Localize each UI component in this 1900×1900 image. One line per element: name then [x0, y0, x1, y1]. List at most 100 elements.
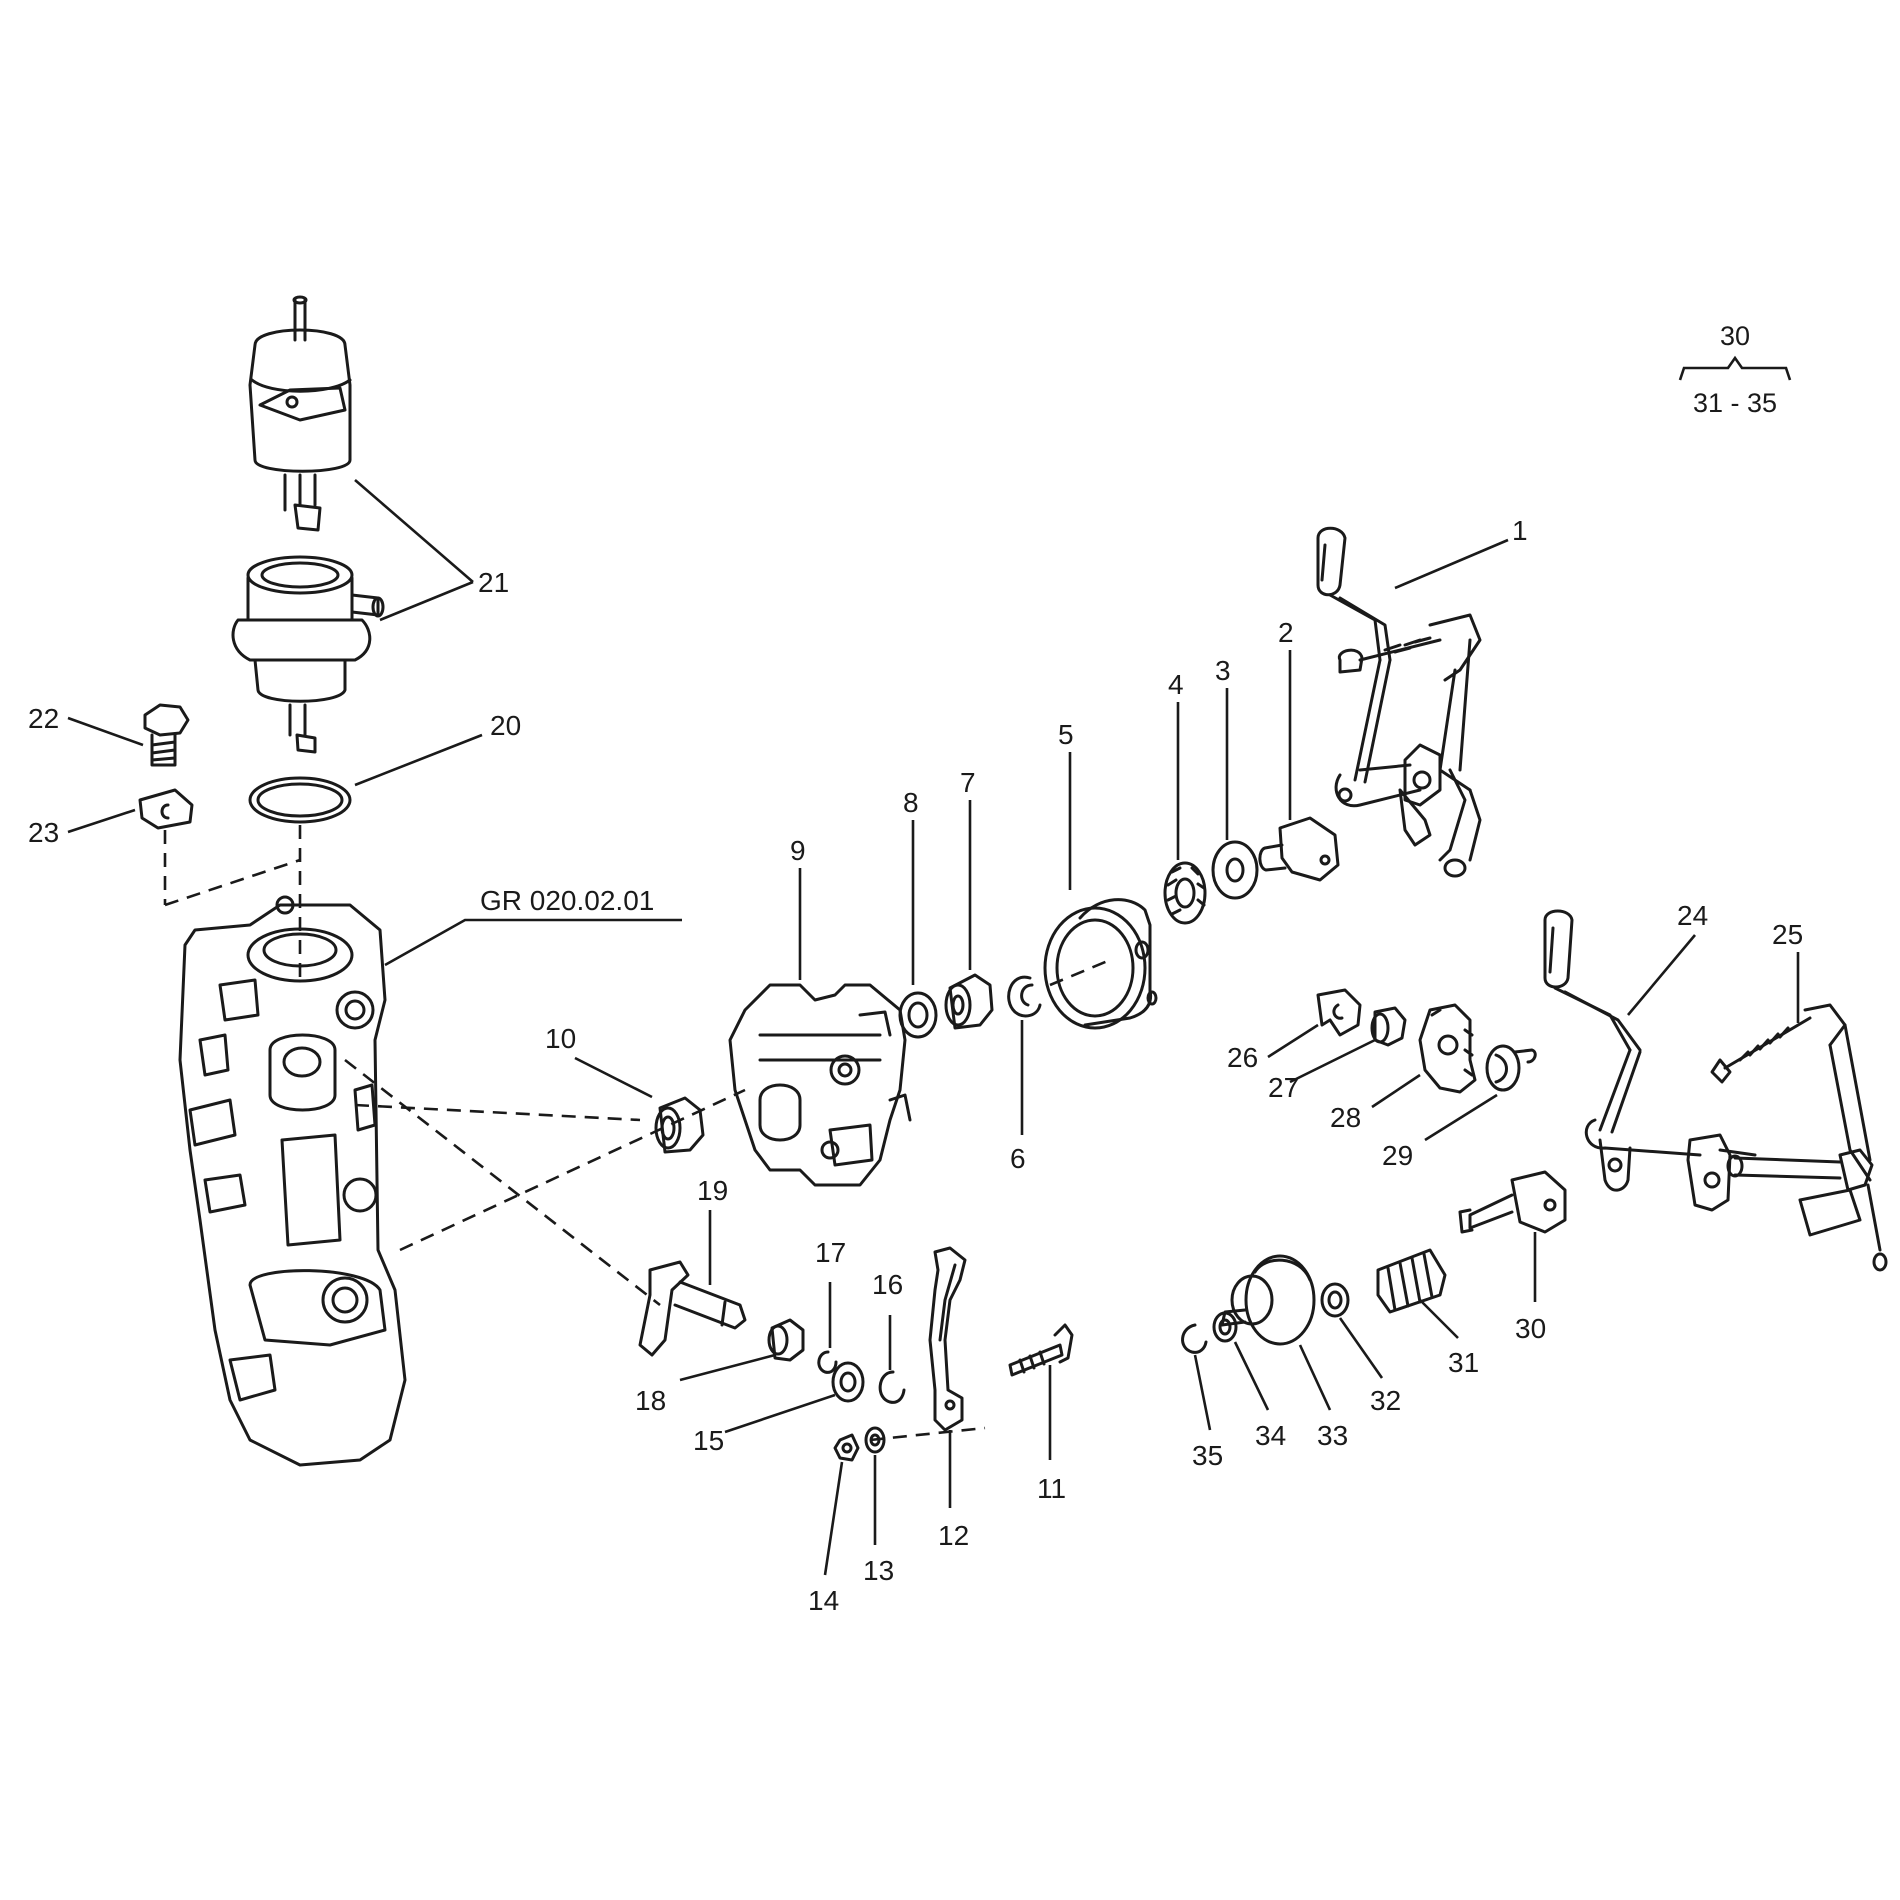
callout-1: 1: [1512, 515, 1528, 546]
callout-11: 11: [1037, 1473, 1066, 1504]
part-19-lever: [638, 1260, 747, 1357]
leader-21-b: [379, 580, 474, 622]
dash-housing-19: [344, 1058, 661, 1307]
callout-19: 19: [697, 1175, 728, 1206]
part-4-bearing: [1163, 861, 1207, 925]
part-25-lever: [1710, 1003, 1888, 1272]
leader-28: [1371, 1073, 1421, 1109]
leader-26: [1267, 1023, 1319, 1059]
callout-17: 17: [815, 1237, 846, 1268]
leader-29: [1424, 1093, 1498, 1142]
leader-20: [354, 733, 483, 787]
leader-23: [67, 808, 136, 834]
callout-35: 35: [1192, 1440, 1223, 1471]
callout-32: 32: [1370, 1385, 1401, 1416]
part-20-o-ring: [248, 776, 352, 824]
leader-34: [1233, 1341, 1270, 1411]
callout-34: 34: [1255, 1420, 1286, 1451]
callout-22: 22: [28, 703, 59, 734]
part-5-cup: [1043, 898, 1158, 1030]
part-13-washer: [864, 1426, 886, 1454]
pump-housing: [178, 895, 407, 1467]
callout-8: 8: [903, 787, 919, 818]
dash-12: [869, 1426, 986, 1442]
part-7-bushing: [944, 973, 994, 1030]
part-1-lever: [1316, 526, 1482, 878]
callout-16: 16: [872, 1269, 903, 1300]
part-18-bushing: [767, 1318, 805, 1362]
callout-25: 25: [1772, 919, 1803, 950]
part-27-sleeve: [1370, 1006, 1407, 1047]
callout-5: 5: [1058, 719, 1074, 750]
callout-20: 20: [490, 710, 521, 741]
callout-28: 28: [1330, 1102, 1361, 1133]
part-26-clip: [1316, 988, 1362, 1037]
leader-33: [1298, 1344, 1332, 1411]
group-reference: GR 020.02.01: [480, 885, 654, 916]
part-29-spring: [1485, 1044, 1537, 1092]
callout-29: 29: [1382, 1140, 1413, 1171]
kit-note: 30 31 - 35: [1678, 321, 1792, 418]
part-2-block: [1258, 816, 1340, 882]
kit-note-parent: 30: [1720, 321, 1750, 351]
callout-2: 2: [1278, 617, 1294, 648]
part-21-upper-valve: [248, 295, 352, 532]
callout-33: 33: [1317, 1420, 1348, 1451]
part-31-spring: [1376, 1248, 1447, 1314]
leader-27: [1289, 1038, 1376, 1084]
part-22-bolt: [143, 703, 190, 767]
dash-housing-10: [354, 1103, 641, 1122]
part-35-circlip: [1181, 1323, 1208, 1354]
kit-note-range: 31 - 35: [1693, 388, 1777, 418]
callout-23: 23: [28, 817, 59, 848]
part-10-sleeve: [654, 1096, 705, 1154]
part-23-clip: [138, 788, 194, 830]
leader-10: [574, 1056, 653, 1099]
dash-housing-9: [399, 1088, 746, 1252]
part-9-pump-body: [728, 983, 912, 1187]
callout-12: 12: [938, 1520, 969, 1551]
part-16-circlip: [878, 1370, 906, 1404]
callout-13: 13: [863, 1555, 894, 1586]
callout-31: 31: [1448, 1347, 1479, 1378]
part-17-ring: [817, 1350, 838, 1374]
leader-24: [1627, 934, 1696, 1016]
part-24-lever: [1543, 909, 1757, 1212]
leader-32: [1338, 1317, 1384, 1379]
leader-18: [679, 1353, 776, 1382]
callout-9: 9: [790, 835, 806, 866]
dash-23-across: [164, 858, 301, 907]
part-30-block-pin: [1458, 1170, 1567, 1234]
callout-6: 6: [1010, 1143, 1026, 1174]
callout-21: 21: [478, 567, 509, 598]
leader-1: [1394, 538, 1509, 590]
callout-18: 18: [635, 1385, 666, 1416]
part-34-washer: [1212, 1311, 1238, 1343]
leader-14: [823, 1461, 844, 1576]
leader-35: [1193, 1354, 1212, 1431]
part-33-cap: [1220, 1254, 1316, 1346]
part-12-fork: [928, 1246, 967, 1432]
callout-7: 7: [960, 767, 976, 798]
callout-10: 10: [545, 1023, 576, 1054]
part-8-ring: [898, 991, 938, 1039]
part-6-circlip: [1007, 975, 1042, 1018]
part-32-washer: [1320, 1282, 1350, 1318]
leader-31: [1419, 1299, 1459, 1339]
callout-14: 14: [808, 1585, 839, 1616]
leader-21-a: [354, 479, 474, 583]
callout-4: 4: [1168, 669, 1184, 700]
part-21-lower-regulator: [231, 555, 385, 754]
leader-15: [724, 1393, 836, 1434]
leader-22: [67, 716, 144, 747]
part-3-washer: [1211, 840, 1259, 900]
part-15-washer: [831, 1361, 865, 1403]
part-11-screw: [1008, 1323, 1074, 1377]
callout-24: 24: [1677, 900, 1708, 931]
callout-27: 27: [1268, 1072, 1299, 1103]
leader-gr: [384, 918, 682, 967]
callout-26: 26: [1227, 1042, 1258, 1073]
part-28-gear-plate: [1418, 1003, 1477, 1094]
part-14-nut: [833, 1433, 860, 1462]
